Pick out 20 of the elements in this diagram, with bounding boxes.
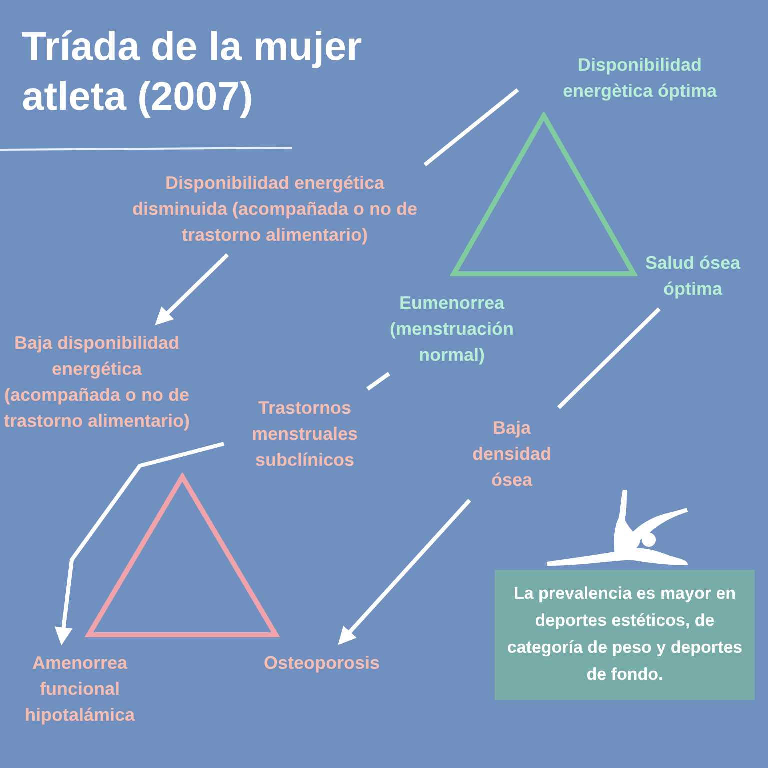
gymnast-drawing — [545, 488, 690, 568]
triangle-shape — [85, 473, 280, 638]
condition-label: Osteoporosis — [247, 650, 397, 676]
condition-label: Salud ósea óptima — [628, 250, 758, 302]
note-box: La prevalencia es mayor en deportes estéticos, de categoría de peso y deportes de fondo. — [495, 570, 755, 700]
condition-label: Eumenorrea (menstruación normal) — [367, 290, 537, 368]
triangle-shape — [450, 112, 638, 277]
connector-line — [366, 372, 390, 391]
connector-line — [424, 88, 520, 167]
condition-label: Disponibilidad energètica óptima — [540, 52, 740, 104]
arrow — [338, 499, 472, 646]
condition-label: Trastornos menstruales subclínicos — [230, 395, 380, 473]
condition-label: Disponibilidad energética disminuida (acompañada o no de trastorno alimentario) — [130, 170, 420, 248]
arrow — [155, 254, 230, 326]
connector-line — [557, 308, 661, 410]
condition-label: Amenorrea funcional hipotalámica — [0, 650, 162, 728]
condition-label: Baja disponibilidad energética (acompañada o no de trastorno alimentario) — [2, 330, 192, 434]
arrow — [54, 442, 224, 646]
title: Tríada de la mujer atleta (2007) — [22, 24, 364, 121]
condition-label: Baja densidad ósea — [457, 415, 567, 493]
